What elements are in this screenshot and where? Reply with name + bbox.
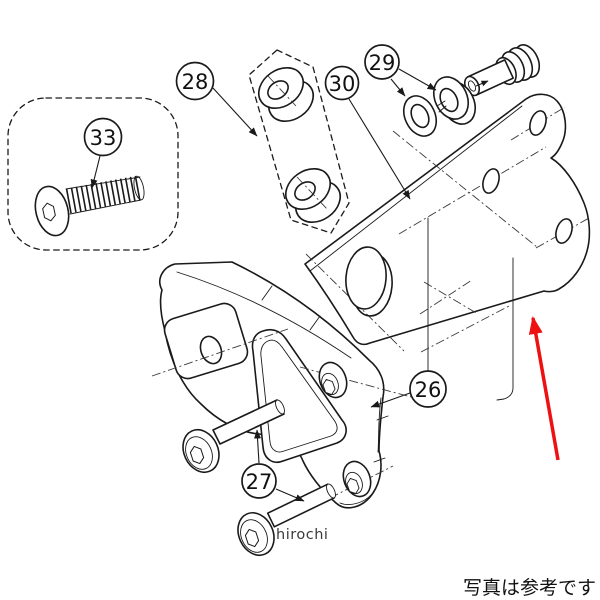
- screw-tip: [133, 175, 145, 201]
- bracket-counterbore-hole-upper: [318, 361, 348, 399]
- callout-bubble: [324, 65, 360, 101]
- washer-thick: [432, 76, 477, 125]
- plate-28-dashed-outline: [248, 49, 350, 234]
- callout-bubble: [409, 370, 447, 408]
- leader-line: [254, 429, 262, 464]
- screw-shaft: [212, 399, 285, 445]
- leader-line: [275, 488, 305, 502]
- highlight-arrow: [528, 316, 560, 461]
- screw-head-rim: [185, 436, 213, 470]
- bushing-hole: [267, 80, 289, 100]
- plate-large-hole: [345, 246, 387, 310]
- bracket-facet-lines: [261, 285, 389, 463]
- leader-line: [398, 68, 437, 91]
- washer-thin: [402, 95, 438, 137]
- part-33-inset: [7, 97, 179, 251]
- callout-29: 29: [364, 44, 437, 97]
- plate-30-edge-thickness: [309, 105, 523, 272]
- part-28-damper-plate: [248, 49, 350, 234]
- plate-hole-top: [529, 110, 547, 136]
- leader-line: [348, 98, 411, 200]
- callout-30: 30: [324, 65, 411, 200]
- screw-head-rim: [240, 519, 268, 553]
- callout-number: 33: [90, 126, 117, 150]
- mount-pad-edge-right: [496, 257, 514, 401]
- socket-screw-27-lower: [237, 483, 336, 556]
- flat-head-screw-33: [34, 175, 145, 237]
- callout-number: 26: [415, 378, 442, 402]
- hex-socket-icon: [189, 445, 205, 465]
- hex-socket-icon: [42, 202, 56, 222]
- callout-number: 28: [182, 70, 209, 94]
- bracket-top-face-edge: [176, 271, 352, 359]
- counterbore-recess: [345, 471, 363, 495]
- construction-line: [423, 281, 479, 315]
- bracket-counterbore-hole-lower: [342, 460, 372, 498]
- callout-28: 28: [175, 61, 258, 137]
- screw-shaft: [266, 483, 336, 528]
- leader-line: [90, 155, 101, 189]
- bushing-hole: [294, 181, 316, 201]
- washer-notch: [436, 100, 447, 113]
- bracket-bottom-face-edge: [339, 493, 373, 505]
- part-30-bracket-plate: [304, 93, 591, 401]
- part-29-washer-sleeve-set: [402, 44, 541, 137]
- part-26-step-bracket: [151, 261, 412, 556]
- callout-bubble: [241, 463, 277, 499]
- detail-box-dashed-border: [7, 97, 179, 251]
- plate-30-centerline-cross: [398, 146, 547, 235]
- callout-27: 27: [241, 429, 305, 502]
- leader-line: [390, 78, 406, 97]
- counterbore-recess: [321, 372, 339, 396]
- screw-tip: [326, 483, 336, 499]
- sleeve-bore: [467, 80, 477, 92]
- construction-line: [419, 279, 473, 315]
- screw-thread-top-edge: [65, 176, 141, 190]
- hole-centerline: [510, 106, 566, 141]
- callout-number: 27: [246, 470, 273, 494]
- callouts: 33 28 29 30 26 27: [83, 44, 447, 502]
- plate-30-centerline-diagonal: [392, 130, 538, 248]
- bracket-triangle-cutout: [251, 328, 347, 463]
- leader-line: [212, 87, 258, 137]
- hex-socket-icon: [322, 379, 336, 395]
- plate-30-outline: [304, 93, 591, 346]
- hole-centerline: [299, 366, 412, 398]
- boss-pad-hole: [199, 335, 223, 365]
- hex-socket-icon: [244, 528, 260, 548]
- plate-hole-right: [555, 218, 573, 244]
- bracket-triangle-cutout-inner: [260, 339, 338, 453]
- callout-number: 30: [329, 72, 356, 96]
- callout-26: 26: [370, 370, 447, 408]
- hex-socket-icon: [346, 478, 360, 494]
- bushing-lower: [284, 168, 342, 223]
- callout-bubble: [175, 61, 215, 101]
- callout-bubble: [364, 44, 400, 80]
- callout-bubble: [83, 117, 123, 157]
- plate-hole-middle: [482, 168, 500, 194]
- bushing-centerline: [296, 176, 328, 210]
- screw-thread-shaft: [65, 175, 142, 214]
- reference-caption: 写真は参考です: [462, 577, 596, 599]
- washer-hole: [410, 103, 430, 129]
- screw-thread-bottom-edge: [69, 199, 142, 215]
- callout-33: 33: [83, 117, 123, 189]
- assembly-direction-arrow: [475, 80, 489, 87]
- bushing-upper: [257, 67, 315, 122]
- socket-screw-27-upper: [182, 399, 285, 473]
- bushing-centerline: [267, 75, 297, 107]
- hole-centerline: [151, 328, 289, 377]
- watermark-text: hirochi: [276, 527, 329, 543]
- callout-number: 29: [369, 51, 396, 75]
- leader-line: [370, 392, 411, 408]
- screw-tip: [275, 399, 285, 415]
